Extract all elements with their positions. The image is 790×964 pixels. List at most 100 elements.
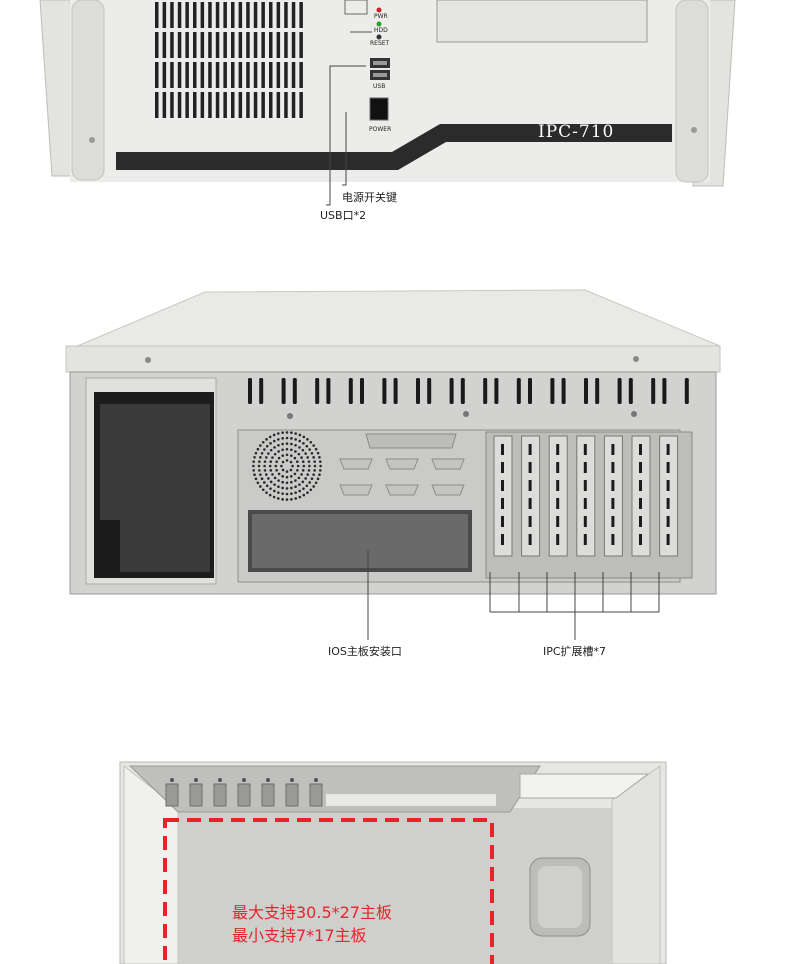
grill-hole bbox=[290, 498, 293, 501]
vent-slot bbox=[208, 32, 212, 58]
grill-hole bbox=[298, 495, 302, 499]
vent-slot bbox=[215, 2, 220, 28]
grill-hole bbox=[273, 452, 277, 456]
grill-hole bbox=[281, 442, 284, 446]
grill-hole bbox=[281, 486, 284, 490]
vent-slot bbox=[651, 378, 656, 404]
grill-hole bbox=[294, 450, 297, 453]
grill-hole bbox=[259, 473, 262, 476]
grill-hole bbox=[300, 473, 303, 476]
vent-slot bbox=[200, 62, 205, 88]
vent-slot bbox=[284, 92, 288, 118]
expansion-slot-cover bbox=[493, 435, 513, 557]
grill-hole bbox=[309, 488, 313, 492]
serial-port-knockouts bbox=[339, 458, 465, 496]
grill-hole bbox=[290, 448, 293, 452]
vent-slot bbox=[261, 92, 265, 118]
grill-hole bbox=[281, 437, 284, 440]
grill-hole bbox=[293, 472, 297, 476]
vent-slot bbox=[326, 378, 331, 404]
expansion-slot-cover bbox=[631, 435, 651, 557]
vent-slot bbox=[292, 378, 297, 404]
vent-slot bbox=[246, 2, 250, 28]
front-panel-illustration bbox=[39, 0, 736, 206]
vent-slot bbox=[550, 378, 555, 404]
grill-hole bbox=[298, 489, 302, 493]
vent-slot bbox=[200, 32, 205, 58]
fan-grill bbox=[252, 431, 322, 501]
grill-hole bbox=[259, 485, 262, 488]
vent-slot bbox=[246, 62, 250, 88]
vent-slot bbox=[177, 62, 182, 88]
vent-slot bbox=[223, 32, 227, 58]
grill-hole bbox=[272, 439, 276, 443]
vent-slot bbox=[427, 378, 432, 404]
grill-hole bbox=[273, 476, 277, 480]
grill-hole bbox=[305, 444, 309, 448]
vent-slot bbox=[155, 2, 159, 28]
vent-slot bbox=[561, 378, 566, 404]
led-hdd-label: HDD bbox=[374, 27, 388, 34]
vent-slot bbox=[238, 62, 243, 88]
grill-hole bbox=[289, 475, 293, 478]
io-port-callout: IOS主板安装口 bbox=[328, 645, 402, 658]
grill-hole bbox=[281, 460, 285, 464]
grill-hole bbox=[263, 481, 266, 484]
vent-slot bbox=[261, 62, 265, 88]
grill-hole bbox=[296, 460, 299, 464]
vent-slot bbox=[162, 62, 167, 88]
vent-slot bbox=[246, 32, 250, 58]
rear-vent-slots bbox=[248, 378, 689, 419]
vent-slot bbox=[170, 92, 174, 118]
grill-hole bbox=[258, 469, 261, 472]
grill-hole bbox=[300, 456, 303, 459]
grill-hole bbox=[271, 456, 274, 459]
vent-slot bbox=[269, 62, 273, 88]
grill-hole bbox=[277, 479, 280, 482]
grill-hole bbox=[281, 454, 285, 457]
grill-hole bbox=[304, 452, 307, 455]
power-label: POWER bbox=[369, 126, 392, 133]
grill-hole bbox=[267, 477, 270, 480]
grill-hole bbox=[273, 446, 276, 449]
usb-label: USB bbox=[373, 83, 386, 90]
model-label: IPC-710 bbox=[538, 122, 615, 142]
vent-slot bbox=[185, 32, 189, 58]
grill-hole bbox=[294, 479, 297, 482]
grill-hole bbox=[277, 456, 281, 460]
grill-hole bbox=[277, 450, 280, 453]
vent-slot bbox=[684, 378, 689, 404]
grill-hole bbox=[280, 464, 283, 468]
vent-slot bbox=[253, 62, 258, 88]
grill-hole bbox=[285, 431, 289, 434]
vent-slot bbox=[291, 2, 296, 28]
grill-hole bbox=[304, 477, 307, 480]
grill-hole bbox=[312, 485, 315, 488]
vent-slot bbox=[299, 62, 303, 88]
grill-hole bbox=[306, 491, 309, 494]
grill-hole bbox=[281, 468, 285, 472]
grill-hole bbox=[281, 498, 284, 501]
grill-hole bbox=[305, 484, 309, 488]
vent-slot bbox=[276, 92, 281, 118]
grill-hole bbox=[269, 487, 272, 490]
grill-hole bbox=[316, 477, 320, 481]
vent-slot bbox=[223, 92, 227, 118]
grill-hole bbox=[298, 446, 301, 449]
vent-slot bbox=[238, 92, 243, 118]
expansion-slot-cover bbox=[521, 435, 541, 557]
grill-hole bbox=[265, 491, 268, 494]
vent-slot bbox=[155, 92, 159, 118]
grill-hole bbox=[260, 477, 264, 481]
led-pwr-label: PWR bbox=[374, 13, 388, 20]
power-key-callout: 电源开关键 bbox=[342, 191, 397, 204]
grill-hole bbox=[259, 444, 262, 447]
grill-hole bbox=[297, 476, 301, 480]
grill-hole bbox=[318, 456, 321, 459]
grill-hole bbox=[285, 470, 289, 473]
vent-slot bbox=[231, 92, 235, 118]
interior-slot bbox=[213, 783, 227, 807]
vent-slot bbox=[261, 32, 265, 58]
grill-hole bbox=[269, 469, 273, 472]
vent-slot bbox=[215, 62, 220, 88]
